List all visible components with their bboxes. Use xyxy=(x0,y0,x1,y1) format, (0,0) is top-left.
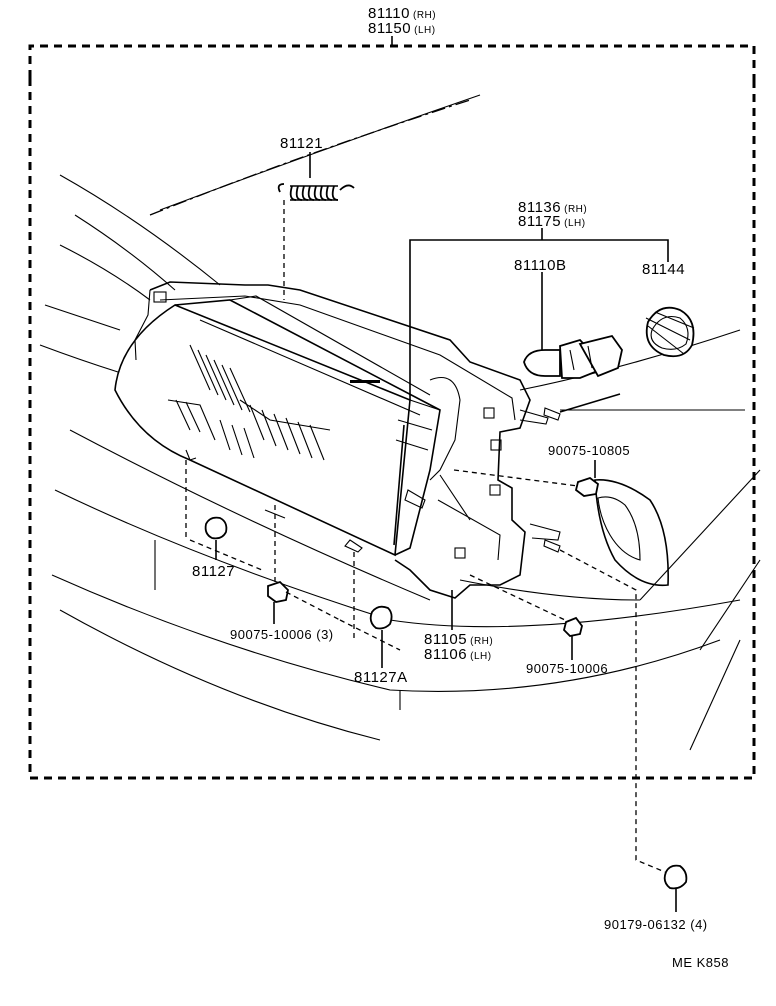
label-bracket-lh-side: (LH) xyxy=(470,651,492,662)
label-assy-lh-side: (LH) xyxy=(414,25,436,36)
label-bulb-rh-number: 81136 xyxy=(518,199,562,216)
assembly-frame xyxy=(28,36,756,780)
side-marker-lamp xyxy=(594,479,669,587)
bulb-group-leader xyxy=(409,228,669,400)
label-bulb-lh-side: (LH) xyxy=(564,218,586,229)
diagram-reference-code: ME K858 xyxy=(672,955,729,970)
bottom-nut xyxy=(559,549,688,912)
label-nut-bottom: 90179-06132 (4) xyxy=(604,917,708,932)
label-assy-rh-number: 81110 xyxy=(368,5,410,22)
headlamp-body xyxy=(114,295,441,557)
right-nut xyxy=(469,539,583,660)
adjusting-spring xyxy=(277,152,355,300)
label-spring: 81121 xyxy=(280,135,324,152)
label-bulb-lh-number: 81175 xyxy=(518,213,562,230)
label-bracket-rh: 81105(RH) xyxy=(424,632,493,647)
label-bracket-lh: 81106(LH) xyxy=(424,647,492,662)
label-socket: 81144 xyxy=(642,261,686,278)
label-assy-lh-number: 81150 xyxy=(368,20,412,37)
label-bulb-rh: 81136(RH) xyxy=(518,200,587,215)
label-grommet-right: 81127A xyxy=(354,669,408,686)
right-grommet xyxy=(339,552,401,668)
label-bulb: 81110B xyxy=(514,257,567,274)
label-bulb-lh: 81175(LH) xyxy=(518,214,586,229)
headlamp-bracket xyxy=(134,281,561,599)
bulb-socket xyxy=(645,306,695,358)
label-grommet-left: 81127 xyxy=(192,563,236,580)
label-bulb-rh-side: (RH) xyxy=(564,204,588,215)
label-assy-lh: 81150(LH) xyxy=(368,21,436,36)
label-nut-right: 90075-10006 xyxy=(526,661,609,676)
label-bolt-upper: 90075-10805 xyxy=(548,443,631,458)
label-assy-rh-side: (RH) xyxy=(413,10,437,21)
label-nut-left: 90075-10006 (3) xyxy=(230,627,334,642)
label-bracket-lh-number: 81106 xyxy=(424,646,468,663)
upper-bolt xyxy=(453,393,621,497)
left-nut xyxy=(267,505,341,624)
label-bracket-rh-number: 81105 xyxy=(424,631,468,648)
vehicle-body-lines xyxy=(39,94,761,751)
left-grommet xyxy=(185,460,263,571)
headlamp-bulb xyxy=(523,334,623,379)
label-bracket-rh-side: (RH) xyxy=(470,636,494,647)
label-assy-rh: 81110(RH) xyxy=(368,6,436,21)
